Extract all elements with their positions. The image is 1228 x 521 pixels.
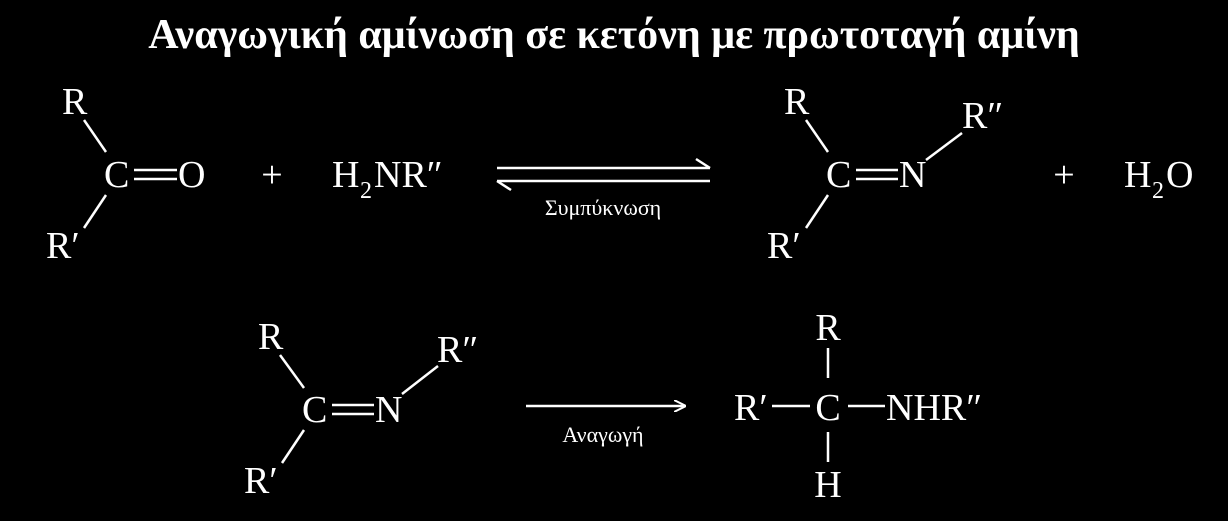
- ketone-bond-top: [82, 119, 108, 153]
- amine-product: R R′ C NHR″ H: [734, 307, 982, 506]
- imine2-r-top: R: [258, 316, 284, 358]
- imine1-nitrogen: N: [899, 154, 926, 196]
- amine-h: H: [332, 154, 359, 196]
- water: H 2 O: [1124, 154, 1193, 204]
- amine-product-r-top: R: [815, 307, 841, 349]
- primary-amine: H 2 NR″: [332, 154, 443, 204]
- imine1-bond-n-substituent: [925, 132, 963, 161]
- reduction-label: Αναγωγή: [562, 422, 643, 447]
- amine-product-h-bottom: H: [814, 464, 841, 506]
- equilibrium-arrow: [496, 157, 711, 192]
- ketone-structure: R C O R′: [46, 81, 205, 267]
- water-subscript: 2: [1152, 178, 1164, 204]
- imine2-bond-top: [278, 354, 306, 389]
- imine1-r-top: R: [784, 81, 810, 123]
- imine1-carbon: C: [826, 154, 851, 196]
- water-h: H: [1124, 154, 1151, 196]
- condensation-label: Συμπύκνωση: [545, 195, 661, 220]
- imine2-carbon: C: [302, 389, 327, 431]
- reaction-1: R C O R′ + H 2 NR″ Συμπύκνωση R: [46, 81, 1193, 267]
- amine-product-carbon: C: [815, 387, 840, 429]
- reaction-2: R C N R″ R′ Αναγωγή R R′ C NHR″ H: [244, 307, 982, 506]
- imine1-bond-top: [804, 119, 830, 153]
- ketone-r-prime: R′: [46, 225, 80, 267]
- imine2-bond-bottom: [280, 429, 306, 464]
- plus-sign-2: +: [1053, 154, 1074, 196]
- imine2-n-substituent: R″: [437, 329, 478, 371]
- reverse-arrow-half-head: [496, 179, 512, 192]
- ketone-oxygen: O: [178, 154, 205, 196]
- amine-product-r-prime: R′: [734, 387, 768, 429]
- imine1-n-substituent: R″: [962, 95, 1003, 137]
- amine-nr: NR″: [374, 154, 443, 196]
- ketone-bond-bottom: [82, 194, 108, 229]
- imine1-r-prime: R′: [767, 225, 801, 267]
- amine-product-nhr: NHR″: [886, 387, 982, 429]
- water-o: O: [1166, 154, 1193, 196]
- imine-reactant: R C N R″ R′: [244, 316, 478, 502]
- ketone-carbon: C: [104, 154, 129, 196]
- imine2-r-prime: R′: [244, 460, 278, 502]
- imine-product: R C N R″ R′: [767, 81, 1003, 267]
- ketone-r-top: R: [62, 81, 88, 123]
- amine-subscript: 2: [360, 178, 372, 204]
- page-title: Αναγωγική αμίνωση σε κετόνη με πρωτοταγή…: [148, 12, 1080, 58]
- imine1-bond-bottom: [804, 194, 830, 229]
- imine2-nitrogen: N: [375, 389, 402, 431]
- imine2-bond-n-substituent: [401, 365, 439, 395]
- plus-sign-1: +: [261, 154, 282, 196]
- forward-arrow-half-head: [695, 157, 711, 170]
